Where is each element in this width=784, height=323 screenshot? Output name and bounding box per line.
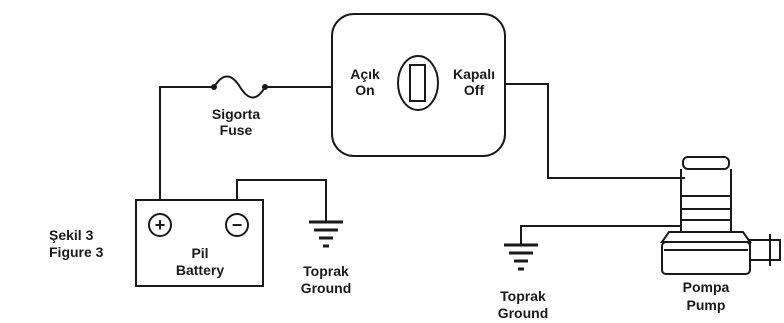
ground-battery-label-tr: Toprak	[303, 263, 349, 279]
switch-on-label-tr: Açık	[350, 66, 380, 82]
wires	[159, 83, 685, 245]
ground-symbol-battery	[309, 220, 343, 248]
fuse-symbol	[211, 75, 268, 99]
switch-off-label-en: Off	[464, 82, 485, 98]
fuse-label-en: Fuse	[220, 122, 253, 138]
battery	[135, 199, 264, 287]
pump-label-en: Pump	[687, 297, 726, 313]
battery-negative-terminal	[225, 213, 249, 237]
pump-illustration	[660, 156, 781, 275]
fuse-label-tr: Sigorta	[212, 106, 260, 122]
ground-pump-label-tr: Toprak	[500, 288, 546, 304]
wire-battery-to-fuse	[159, 86, 212, 200]
switch-panel	[331, 13, 506, 157]
wire-battery-neg-to-ground	[236, 179, 327, 222]
switch-off-label-tr: Kapalı	[453, 66, 495, 82]
pump-label-tr: Pompa	[683, 279, 730, 295]
wire-pump-to-ground	[520, 225, 680, 245]
wire-switch-to-pump	[505, 83, 685, 179]
switch-on-label-en: On	[355, 82, 374, 98]
switch-toggle	[397, 55, 439, 111]
figure-label-en: Figure 3	[49, 244, 104, 260]
battery-negative-symbol: −	[232, 215, 243, 235]
battery-positive-symbol: +	[155, 215, 166, 235]
ground-battery-label-en: Ground	[301, 280, 352, 296]
ground-symbol-pump	[504, 243, 538, 271]
battery-positive-terminal	[148, 213, 172, 237]
battery-label-en: Battery	[176, 262, 224, 278]
ground-pump-label-en: Ground	[498, 305, 549, 321]
battery-label-tr: Pil	[191, 245, 208, 261]
figure-label-tr: Şekil 3	[49, 227, 94, 243]
